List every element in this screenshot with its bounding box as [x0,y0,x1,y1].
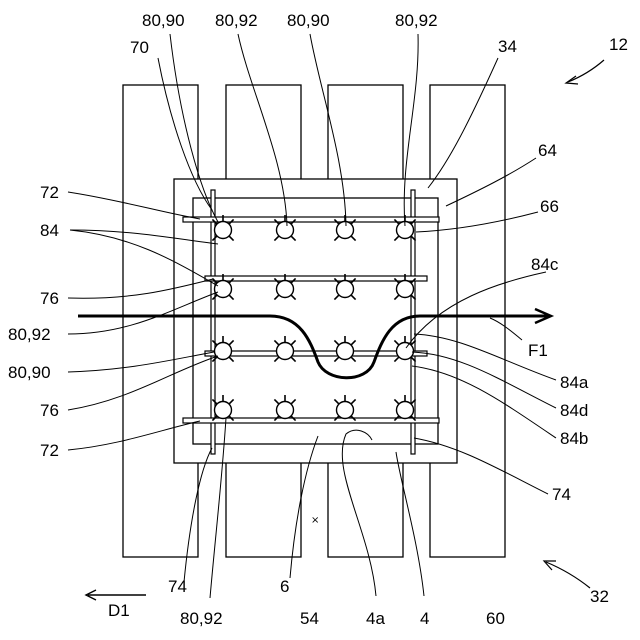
nozzle-ball [337,281,354,298]
nozzle-ball [397,343,414,360]
label-74-bot: 74 [168,577,187,596]
nozzle-ball [277,402,294,419]
label-84b: 84b [560,429,588,448]
nozzle-ball [277,343,294,360]
label-32: 32 [590,587,609,606]
label-6: 6 [280,577,289,596]
label-84c: 84c [531,255,559,274]
marker-54: × [311,515,319,526]
label-84a: 84a [560,373,589,392]
row-2 [205,276,427,281]
nozzle-ball [397,402,414,419]
label-80-92-a: 80,92 [215,11,258,30]
nozzle-ball [277,222,294,239]
label-76-top: 76 [40,289,59,308]
nozzle-ball [337,343,354,360]
nozzle-ball [215,281,232,298]
nozzle-ball [397,281,414,298]
label-74-right: 74 [552,485,571,504]
label-4: 4 [420,609,429,628]
label-12: 12 [609,35,628,54]
label-84: 84 [40,221,59,240]
label-34: 34 [498,37,517,56]
nozzle-ball [337,402,354,419]
label-80-90-left: 80,90 [8,363,51,382]
label-70: 70 [130,38,149,57]
ref-arrow-12 [568,60,604,82]
nozzle-ball [337,222,354,239]
label-60: 60 [486,609,505,628]
label-80-92-bot: 80,92 [180,609,223,628]
label-80-92-b: 80,92 [395,11,438,30]
label-64: 64 [538,141,557,160]
label-84d: 84d [560,401,588,420]
label-66: 66 [540,197,559,216]
label-d1: D1 [108,601,130,620]
nozzle-ball [215,402,232,419]
direction-arrow-d1 [86,590,146,600]
nozzle-ball [215,343,232,360]
label-f1: F1 [528,341,548,360]
ref-arrow-32 [546,562,590,588]
ref-arrows [544,60,604,588]
label-76-bot: 76 [40,401,59,420]
label-80-92-left: 80,92 [8,325,51,344]
nozzle-ball [277,281,294,298]
label-72-bot: 72 [40,441,59,460]
label-80-90-b: 80,90 [287,11,330,30]
label-54: 54 [300,609,319,628]
label-72-top: 72 [40,183,59,202]
nozzle-ball [215,222,232,239]
label-4a: 4a [366,609,385,628]
label-80-90-a: 80,90 [142,11,185,30]
